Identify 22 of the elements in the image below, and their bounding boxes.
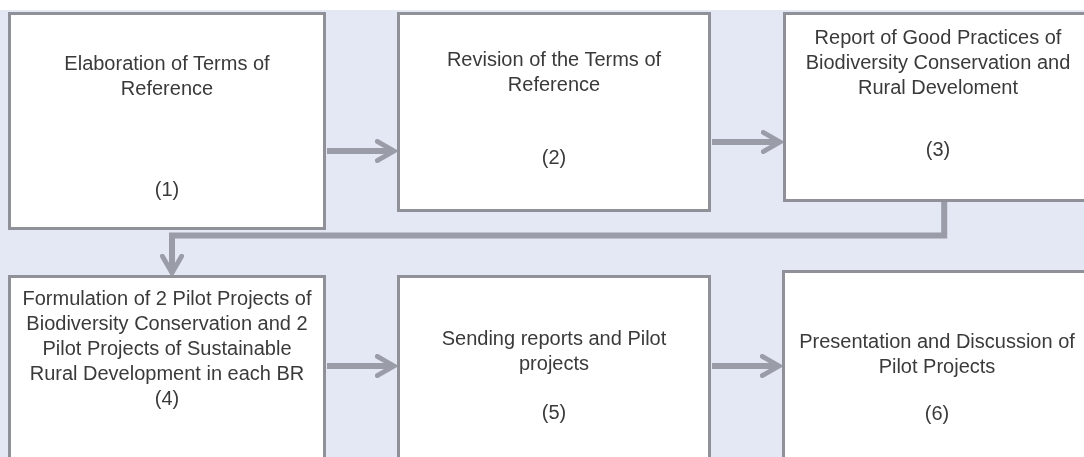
process-box bbox=[783, 12, 1084, 202]
arrow bbox=[712, 130, 783, 154]
step-text: Revision of the Terms of Reference bbox=[445, 47, 663, 97]
arrow bbox=[160, 202, 948, 276]
step-number: (1) bbox=[153, 177, 181, 202]
process-box bbox=[8, 12, 326, 230]
step-text: Presentation and Discussion of Pilot Projects bbox=[798, 329, 1076, 379]
process-box bbox=[397, 275, 711, 457]
step-number: (6) bbox=[923, 401, 951, 426]
step-number: (2) bbox=[540, 145, 568, 170]
step-number: (5) bbox=[540, 400, 568, 425]
process-box bbox=[397, 12, 711, 212]
process-box bbox=[782, 270, 1084, 457]
step-text: Formulation of 2 Pilot Projects of Biodiversity Conservation and 2 Pilot Projects of Sustainable Rural Development in each BR (4) bbox=[21, 286, 313, 411]
arrow bbox=[327, 139, 397, 163]
arrow bbox=[712, 354, 782, 378]
step-number: (3) bbox=[924, 137, 952, 162]
step-text: Elaboration of Terms of Reference bbox=[63, 51, 271, 101]
process-box bbox=[8, 275, 326, 457]
step-text: Sending reports and Pilot projects bbox=[440, 326, 668, 376]
arrow bbox=[327, 354, 397, 378]
step-text: Report of Good Practices of Biodiversity Conservation and Rural Develoment bbox=[804, 25, 1072, 100]
